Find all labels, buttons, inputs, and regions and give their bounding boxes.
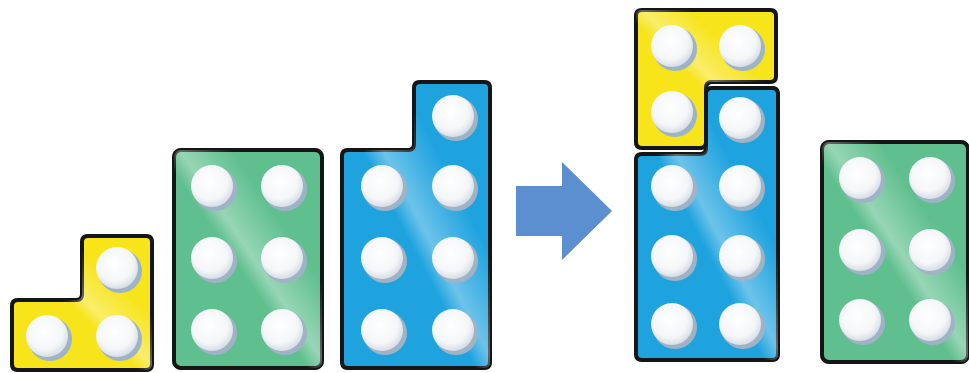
peg-hole	[191, 237, 233, 279]
peg-hole	[839, 229, 881, 271]
green-six-piece	[172, 148, 324, 370]
peg-hole	[719, 235, 761, 277]
peg-hole	[432, 95, 474, 137]
peg-hole	[651, 91, 693, 133]
peg-hole	[651, 303, 693, 345]
peg-hole	[909, 229, 951, 271]
peg-hole	[361, 309, 403, 351]
peg-hole	[432, 309, 474, 351]
peg-hole	[261, 309, 303, 351]
peg-hole	[651, 25, 693, 67]
peg-hole	[191, 309, 233, 351]
peg-hole	[261, 165, 303, 207]
peg-hole	[96, 315, 138, 357]
peg-hole	[261, 237, 303, 279]
green-six-piece-after	[820, 140, 969, 364]
peg-hole	[839, 299, 881, 341]
yellow-three-piece	[10, 234, 154, 372]
blue-seven-piece	[340, 80, 492, 370]
peg-hole	[719, 303, 761, 345]
right-arrow-icon	[516, 162, 612, 260]
tower-yellow-part	[634, 8, 778, 150]
peg-hole	[432, 237, 474, 279]
peg-hole	[651, 165, 693, 207]
peg-hole	[651, 235, 693, 277]
peg-hole	[361, 237, 403, 279]
peg-hole	[719, 165, 761, 207]
tower-blue-part	[634, 86, 780, 362]
peg-hole	[26, 315, 68, 357]
peg-hole	[191, 165, 233, 207]
peg-hole	[719, 97, 761, 139]
peg-hole	[909, 299, 951, 341]
peg-hole	[839, 157, 881, 199]
peg-hole	[361, 165, 403, 207]
blue-piece-gloss	[342, 82, 490, 368]
peg-hole	[719, 25, 761, 67]
peg-hole	[432, 165, 474, 207]
peg-hole	[96, 247, 138, 289]
combined-yellow-blue-tower	[634, 8, 780, 362]
tower-blue-gloss	[636, 88, 778, 360]
peg-hole	[909, 157, 951, 199]
